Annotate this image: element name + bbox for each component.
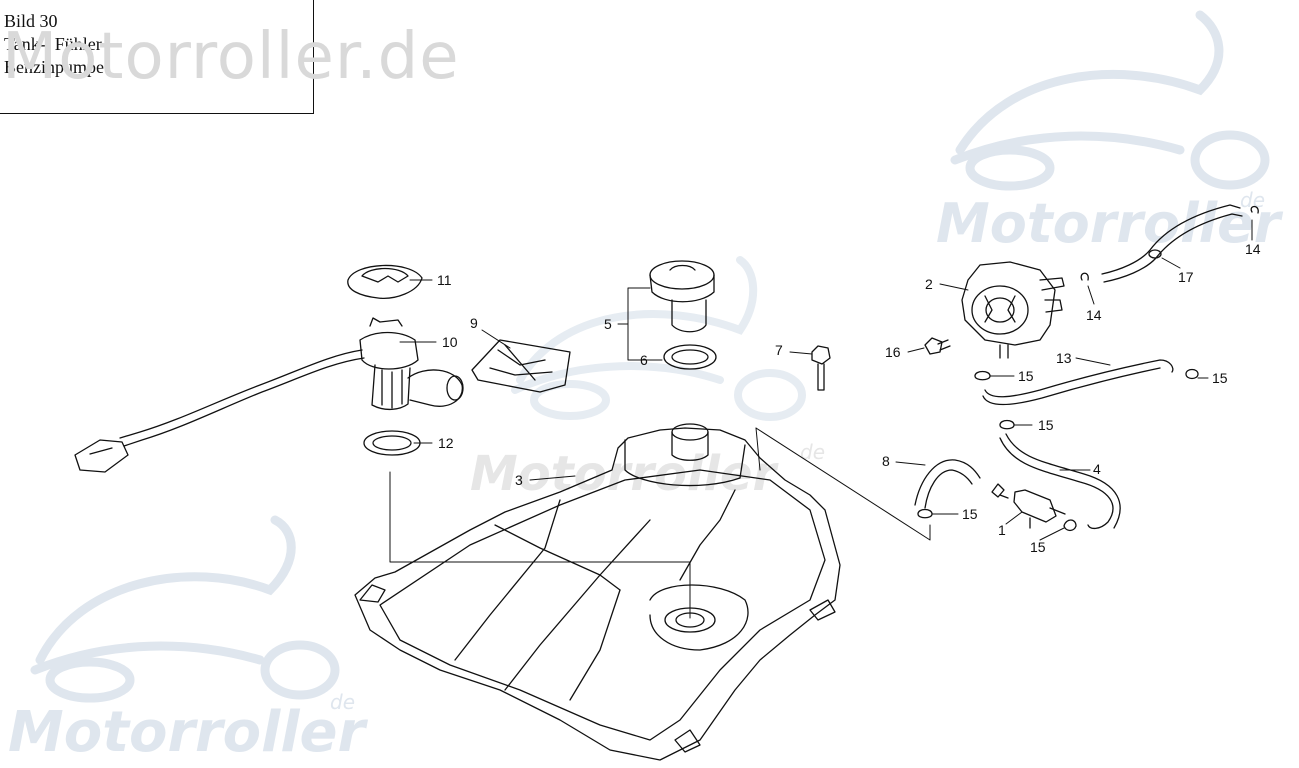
hose-13-part <box>982 359 1174 406</box>
callout-12: 12 <box>438 435 454 451</box>
o-ring-inner <box>671 349 709 365</box>
hose-8-part <box>914 459 981 509</box>
callout-13: 13 <box>1056 350 1072 366</box>
callout-7: 7 <box>775 342 783 358</box>
fuel-cap-part <box>649 260 715 333</box>
leader-lines <box>389 219 1253 619</box>
clamp-15-f <box>1063 519 1077 532</box>
clamp-15-d <box>917 508 933 519</box>
callout-15a: 15 <box>1018 368 1034 384</box>
fuel-filter-part <box>999 489 1066 529</box>
clamp-part-top <box>1250 205 1259 214</box>
bolt-part <box>811 345 831 391</box>
screw-part <box>924 337 951 355</box>
callout-9: 9 <box>470 315 478 331</box>
clamp-part <box>1080 272 1089 281</box>
watermark-logo-bottom-left: Motorroller <box>8 700 366 765</box>
clamp-15-c <box>999 419 1015 430</box>
caption-title-line-1: Tank-, Fühler <box>4 34 102 54</box>
watermark-suffix-bottom-left: de <box>330 690 355 714</box>
callout-2: 2 <box>925 276 933 292</box>
clamp-15-a <box>974 370 991 381</box>
callout-16: 16 <box>885 344 901 360</box>
callout-17: 17 <box>1178 269 1194 285</box>
scooter-watermark-icon-center <box>511 256 806 421</box>
clamp-15-b <box>1185 368 1199 380</box>
hose-upper-part <box>1101 204 1243 283</box>
scooter-watermark-icon-right <box>950 10 1270 191</box>
callout-8: 8 <box>882 453 890 469</box>
callout-6: 6 <box>640 352 648 368</box>
watermark-suffix-center: de <box>800 440 825 464</box>
o-ring-part <box>663 344 717 370</box>
callout-11: 11 <box>437 272 452 288</box>
watermark-text-top: Motorroller.de <box>2 20 460 94</box>
callout-15b: 15 <box>1212 370 1228 386</box>
gasket-part <box>471 339 571 393</box>
caption-box <box>0 0 314 114</box>
watermark-suffix-right: de <box>1240 188 1265 212</box>
fuel-tank-part <box>354 423 841 761</box>
callout-3: 3 <box>515 472 523 488</box>
callout-15e: 15 <box>1030 539 1046 555</box>
fuel-pump-part <box>961 261 1065 359</box>
scooter-watermark-icon-bottom-left <box>30 515 340 703</box>
callout-15d: 15 <box>962 506 978 522</box>
callout-labels: 11 10 9 5 6 12 3 7 2 14 17 14 16 13 15 1… <box>437 241 1261 555</box>
clamp-15-e <box>991 483 1005 498</box>
callout-4: 4 <box>1093 461 1101 477</box>
callout-15c: 15 <box>1038 417 1054 433</box>
fuel-sender-part <box>74 317 464 473</box>
seal-ring-part <box>347 264 423 299</box>
callout-5: 5 <box>604 316 612 332</box>
callout-1: 1 <box>998 522 1006 538</box>
callout-14a: 14 <box>1086 307 1102 323</box>
hose-4-part <box>999 433 1121 530</box>
caption-figure-number: Bild 30 <box>4 11 58 31</box>
caption-title-line-2: Benzinpumpe <box>4 57 104 77</box>
callout-10: 10 <box>442 334 458 350</box>
watermark-logo-right: Motorroller <box>936 192 1281 255</box>
callout-14b: 14 <box>1245 241 1261 257</box>
